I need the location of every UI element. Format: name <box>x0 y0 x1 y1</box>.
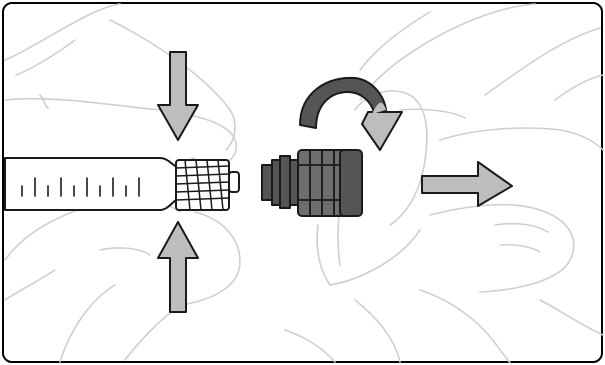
syringe-barrel <box>4 157 186 211</box>
syringe-luer-tip <box>175 159 240 211</box>
syringe-graduations <box>21 177 140 197</box>
syringe-cap <box>261 149 363 217</box>
right-hand-lower <box>284 90 604 364</box>
rotate-arrow-icon <box>299 76 403 151</box>
right-hand-upper <box>359 3 604 119</box>
arrow-up-icon <box>157 221 199 313</box>
arrow-down-icon <box>157 51 199 141</box>
arrow-right-icon <box>421 161 513 207</box>
